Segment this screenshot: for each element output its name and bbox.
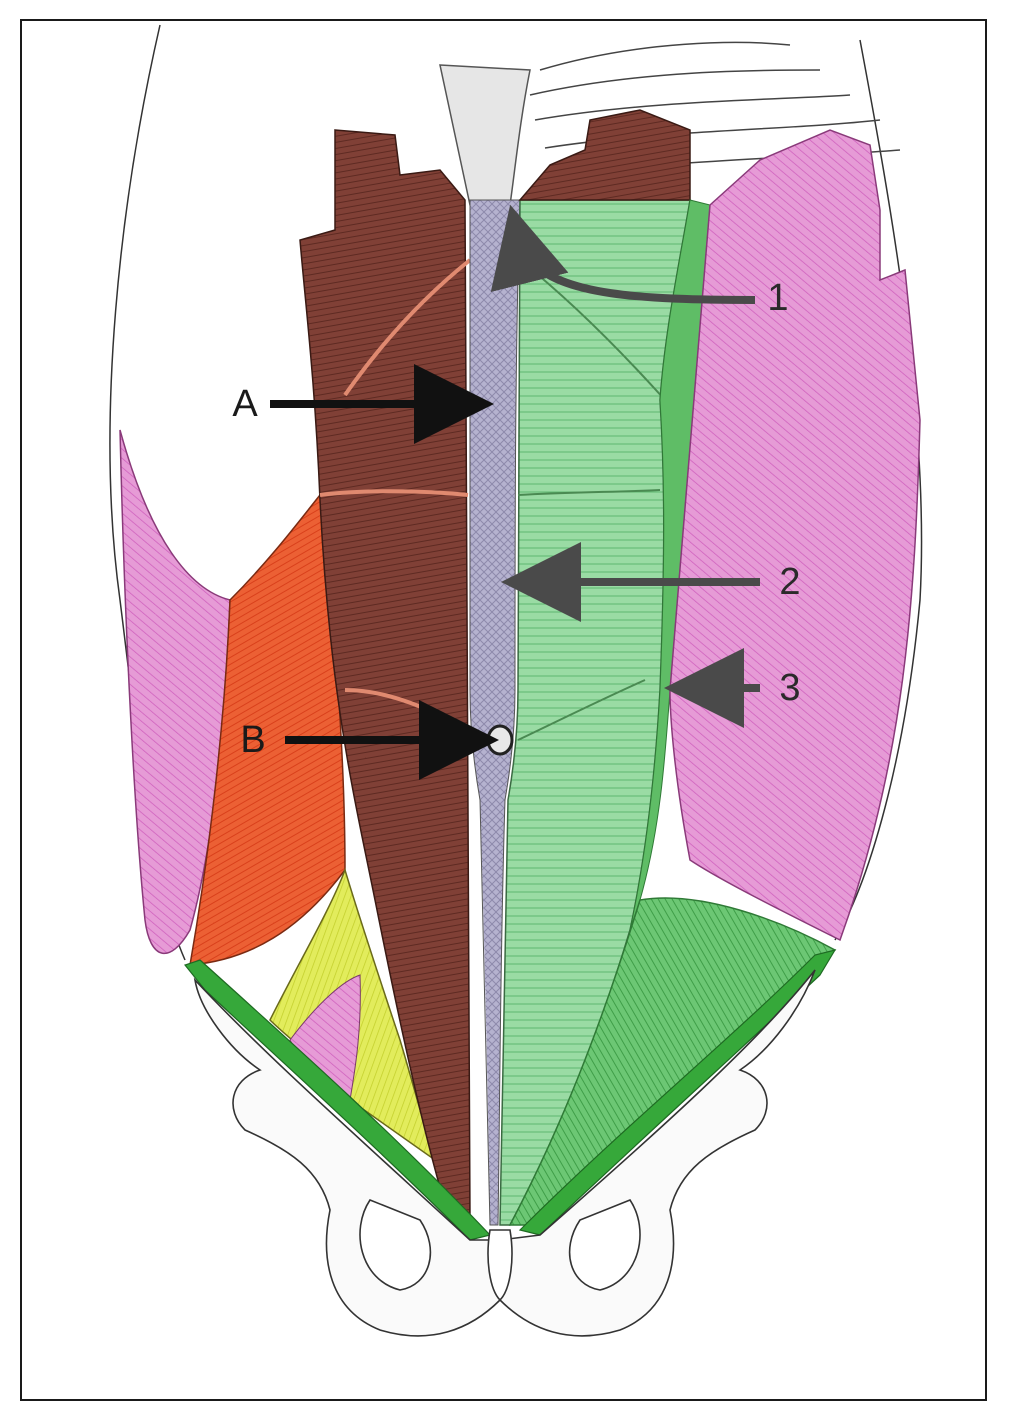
- arrow-1: [490, 204, 756, 304]
- external-oblique-right: [669, 129, 921, 942]
- label-2: 2: [779, 561, 801, 603]
- rectus-abdominis-right-top: [518, 109, 691, 201]
- label-1: 1: [767, 277, 789, 319]
- inguinal-ligaments: [183, 949, 837, 1241]
- umbilicus: [486, 724, 514, 756]
- label-B: B: [240, 719, 266, 761]
- label-A: A: [232, 383, 258, 425]
- external-oblique-left: [119, 429, 231, 955]
- xiphoid-process: [439, 64, 531, 206]
- label-3: 3: [779, 667, 801, 709]
- pelvis: [193, 969, 816, 1337]
